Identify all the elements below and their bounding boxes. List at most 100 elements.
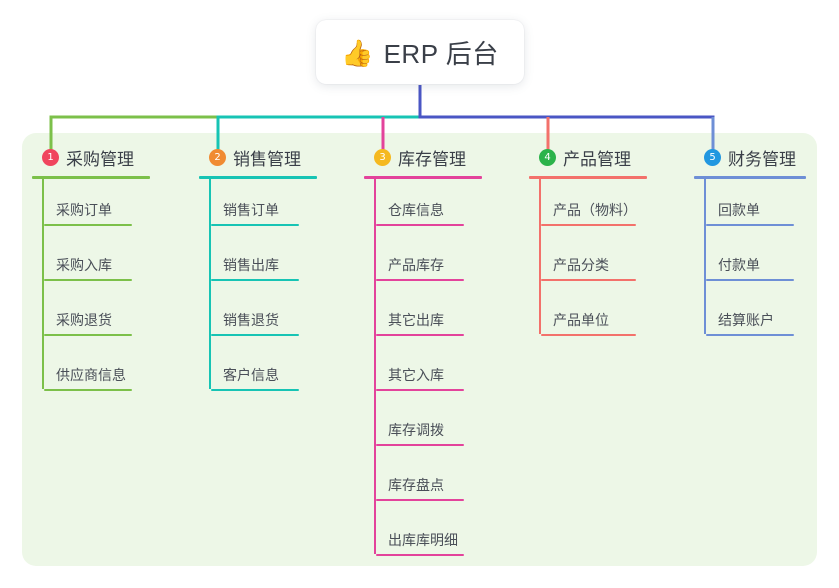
root-node-label: ERP 后台 — [383, 38, 499, 69]
leaf-item[interactable]: 采购入库 — [42, 234, 182, 289]
branch-column-3: 3 库存管理仓库信息产品库存其它出库其它入库库存调拨库存盘点出库库明细 — [364, 144, 514, 564]
leaf-item[interactable]: 采购订单 — [42, 179, 182, 234]
leaf-item[interactable]: 产品（物料） — [539, 179, 679, 234]
branch-items-5: 回款单付款单结算账户 — [704, 179, 834, 344]
leaf-item-label: 采购退货 — [56, 312, 112, 328]
leaf-item-underline — [376, 279, 464, 281]
branch-items-2: 销售订单销售出库销售退货客户信息 — [209, 179, 349, 399]
leaf-item-label: 产品（物料） — [553, 202, 637, 218]
leaf-item-label: 库存盘点 — [388, 477, 444, 493]
branch-column-5: 5 财务管理回款单付款单结算账户 — [694, 144, 834, 344]
leaf-item-label: 采购订单 — [56, 202, 112, 218]
leaf-item[interactable]: 库存调拨 — [374, 399, 514, 454]
leaf-item-underline — [44, 224, 132, 226]
leaf-item[interactable]: 供应商信息 — [42, 344, 182, 399]
branch-badge-4: 4 — [539, 148, 556, 166]
leaf-item[interactable]: 客户信息 — [209, 344, 349, 399]
leaf-item[interactable]: 回款单 — [704, 179, 834, 234]
leaf-item-label: 其它入库 — [388, 367, 444, 383]
leaf-item-label: 销售退货 — [223, 312, 279, 328]
leaf-item-underline — [211, 224, 299, 226]
leaf-item-label: 出库库明细 — [388, 532, 458, 548]
branch-header-1[interactable]: 1 采购管理 — [32, 144, 182, 170]
branch-title-2: 销售管理 — [233, 149, 301, 169]
leaf-item-underline — [44, 279, 132, 281]
leaf-item[interactable]: 销售出库 — [209, 234, 349, 289]
leaf-item-underline — [376, 444, 464, 446]
branch-column-4: 4 产品管理产品（物料） 产品分类产品单位 — [529, 144, 679, 344]
leaf-item[interactable]: 产品单位 — [539, 289, 679, 344]
leaf-item[interactable]: 产品库存 — [374, 234, 514, 289]
leaf-item-underline — [44, 389, 132, 391]
branch-spine-2 — [209, 179, 211, 389]
branch-items-4: 产品（物料） 产品分类产品单位 — [539, 179, 679, 344]
branch-badge-1: 1 — [42, 148, 59, 166]
branch-items-3: 仓库信息产品库存其它出库其它入库库存调拨库存盘点出库库明细 — [374, 179, 514, 564]
leaf-item-underline — [376, 499, 464, 501]
leaf-item-underline — [541, 334, 636, 336]
leaf-item-label: 其它出库 — [388, 312, 444, 328]
leaf-item-label: 产品单位 — [553, 312, 609, 328]
branch-underline-3 — [364, 176, 482, 179]
branch-underline-2 — [199, 176, 317, 179]
branch-title-4: 产品管理 — [563, 149, 631, 169]
branch-badge-2: 2 — [209, 148, 226, 166]
leaf-item-label: 产品分类 — [553, 257, 609, 273]
leaf-item-underline — [44, 334, 132, 336]
leaf-item[interactable]: 库存盘点 — [374, 454, 514, 509]
leaf-item-label: 仓库信息 — [388, 202, 444, 218]
branch-badge-5: 5 — [704, 148, 721, 166]
leaf-item-underline — [376, 224, 464, 226]
branch-header-2[interactable]: 2 销售管理 — [199, 144, 349, 170]
branch-spine-1 — [42, 179, 44, 389]
leaf-item-label: 供应商信息 — [56, 367, 126, 383]
branch-badge-3: 3 — [374, 148, 391, 166]
root-node[interactable]: 👍 ERP 后台 — [316, 20, 524, 84]
leaf-item-label: 客户信息 — [223, 367, 279, 383]
leaf-item[interactable]: 付款单 — [704, 234, 834, 289]
leaf-item-label: 产品库存 — [388, 257, 444, 273]
leaf-item[interactable]: 其它出库 — [374, 289, 514, 344]
leaf-item[interactable]: 结算账户 — [704, 289, 834, 344]
branch-column-1: 1 采购管理采购订单采购入库采购退货供应商信息 — [32, 144, 182, 399]
leaf-item[interactable]: 其它入库 — [374, 344, 514, 399]
leaf-item-underline — [541, 279, 636, 281]
leaf-item-underline — [376, 389, 464, 391]
leaf-item[interactable]: 采购退货 — [42, 289, 182, 344]
leaf-item-underline — [376, 554, 464, 556]
leaf-item-underline — [706, 334, 794, 336]
branch-spine-3 — [374, 179, 376, 554]
leaf-item[interactable]: 销售退货 — [209, 289, 349, 344]
branch-underline-5 — [694, 176, 806, 179]
leaf-item-label: 销售出库 — [223, 257, 279, 273]
branch-underline-4 — [529, 176, 647, 179]
branch-header-4[interactable]: 4 产品管理 — [529, 144, 679, 170]
leaf-item-label: 结算账户 — [718, 312, 774, 328]
leaf-item-underline — [211, 334, 299, 336]
leaf-item-underline — [211, 389, 299, 391]
leaf-item-label: 库存调拨 — [388, 422, 444, 438]
thumbs-up-icon: 👍 — [341, 38, 374, 68]
leaf-item-label: 销售订单 — [223, 202, 279, 218]
leaf-item[interactable]: 产品分类 — [539, 234, 679, 289]
branch-title-3: 库存管理 — [398, 149, 466, 169]
leaf-item[interactable]: 销售订单 — [209, 179, 349, 234]
branch-title-1: 采购管理 — [66, 149, 134, 169]
branch-header-5[interactable]: 5 财务管理 — [694, 144, 834, 170]
leaf-item-underline — [211, 279, 299, 281]
leaf-item[interactable]: 出库库明细 — [374, 509, 514, 564]
branch-underline-1 — [32, 176, 150, 179]
leaf-item-underline — [376, 334, 464, 336]
branch-header-3[interactable]: 3 库存管理 — [364, 144, 514, 170]
leaf-item-label: 付款单 — [718, 257, 760, 273]
branch-items-1: 采购订单采购入库采购退货供应商信息 — [42, 179, 182, 399]
branch-column-2: 2 销售管理销售订单销售出库销售退货客户信息 — [199, 144, 349, 399]
leaf-item-underline — [541, 224, 636, 226]
leaf-item-label: 采购入库 — [56, 257, 112, 273]
leaf-item-underline — [706, 224, 794, 226]
leaf-item-underline — [706, 279, 794, 281]
branch-title-5: 财务管理 — [728, 149, 796, 169]
leaf-item[interactable]: 仓库信息 — [374, 179, 514, 234]
leaf-item-label: 回款单 — [718, 202, 760, 218]
